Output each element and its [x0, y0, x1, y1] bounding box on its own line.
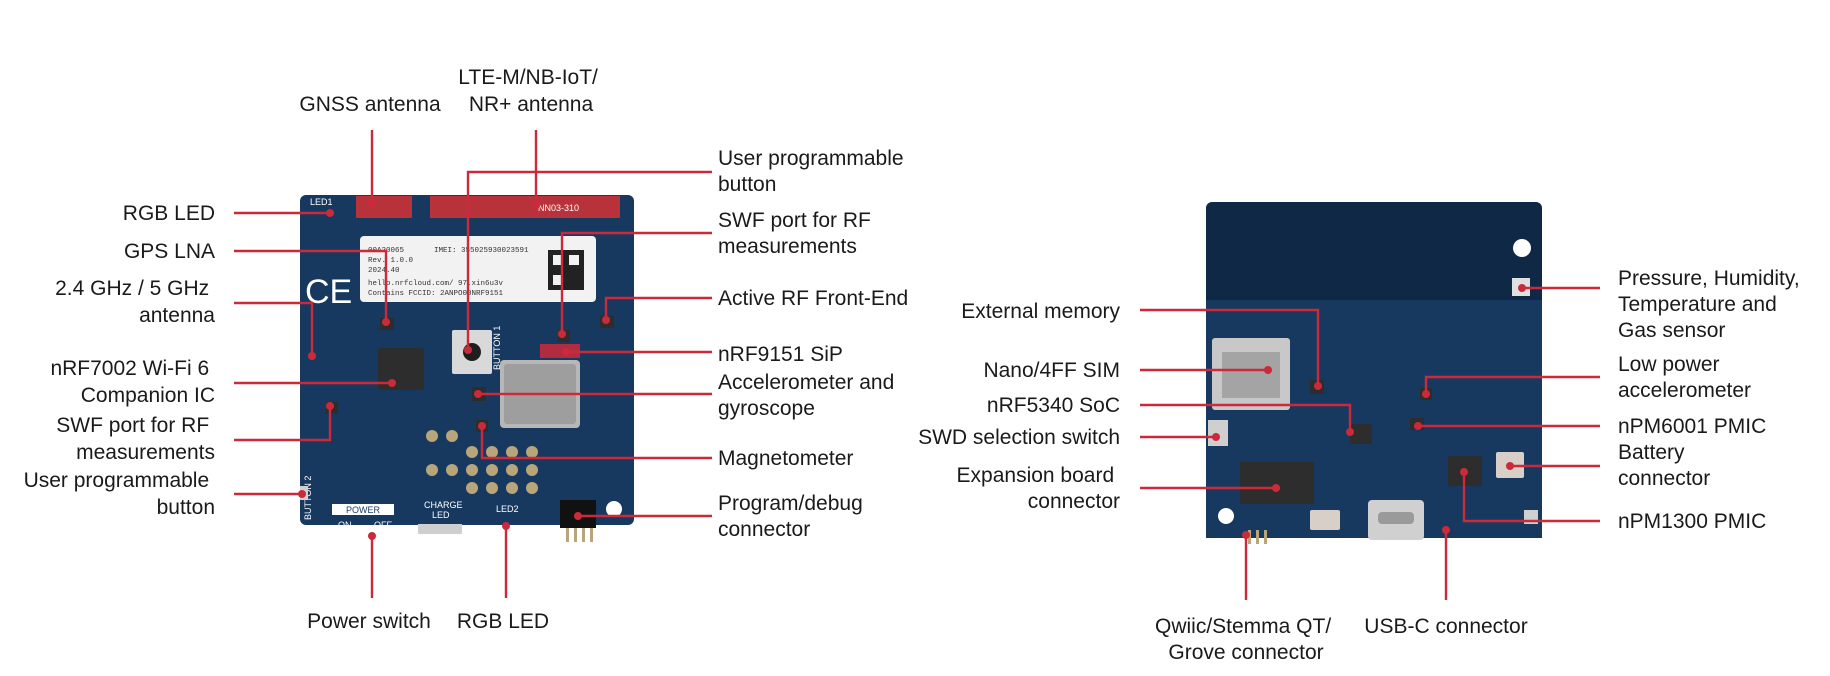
power-on-silk: ON: [338, 520, 352, 530]
expansion-connector: [1240, 462, 1314, 504]
label-gps-lna: GPS LNA: [124, 240, 215, 263]
label-usb-c: USB-C connector: [1364, 615, 1527, 638]
label-expansion-connector: Expansion board connector: [957, 464, 1120, 513]
label-npm6001: nPM6001 PMIC: [1618, 415, 1766, 438]
front-leader-lines: [234, 130, 712, 598]
power-silk: POWER: [346, 505, 381, 515]
label-swf-port-left: SWF port for RF measurements: [56, 414, 215, 464]
label-program-debug: Program/debug connector: [718, 492, 869, 541]
label-low-power-accel: Low power accelerometer: [1618, 353, 1751, 402]
label-nano-sim: Nano/4FF SIM: [983, 359, 1120, 382]
qwiic-connector: [1310, 510, 1340, 530]
label-accel-gyro: Accelerometer and gyroscope: [718, 371, 900, 420]
power-off-silk: OFF: [374, 520, 392, 530]
label-nrf7002: nRF7002 Wi-Fi 6 Companion IC: [50, 357, 215, 407]
mount-hole-back-top: [1513, 239, 1531, 257]
lte-antenna-strip: [430, 196, 620, 218]
label-rf-frontend: Active RF Front-End: [718, 287, 908, 310]
back-labels: External memory Nano/4FF SIM nRF5340 SoC…: [918, 267, 1806, 664]
label-npm1300: nPM1300 PMIC: [1618, 510, 1766, 533]
label-swd-switch: SWD selection switch: [918, 426, 1120, 449]
label-gnss-antenna: GNSS antenna: [299, 93, 441, 116]
back-leader-lines: [1140, 284, 1600, 600]
back-board: [1206, 202, 1542, 544]
board-sticker: [360, 236, 596, 302]
nrf5340-chip: [1350, 424, 1372, 444]
charge-led-silk-1: CHARGE: [424, 500, 463, 510]
label-magnetometer: Magnetometer: [718, 447, 853, 470]
button1-silk: BUTTON 1: [492, 326, 502, 370]
label-nrf5340: nRF5340 SoC: [987, 394, 1120, 417]
label-user-button-right: User programmable button: [718, 147, 909, 196]
swd-switch: [1208, 420, 1228, 446]
label-swf-port-right: SWF port for RF measurements: [718, 209, 877, 258]
nrf7002-chip: [378, 348, 424, 390]
front-labels: GNSS antenna LTE-M/NB-IoT/ NR+ antenna R…: [24, 66, 909, 633]
label-qwiic-connector: Qwiic/Stemma QT/ Grove connector: [1155, 615, 1337, 664]
label-external-memory: External memory: [961, 300, 1120, 323]
label-pressure-sensor: Pressure, Humidity, Temperature and Gas …: [1618, 267, 1806, 342]
label-lte-antenna: LTE-M/NB-IoT/ NR+ antenna: [458, 66, 603, 116]
label-nrf9151: nRF9151 SiP: [718, 343, 843, 366]
label-rgb-led-left: RGB LED: [123, 202, 215, 225]
mount-hole-front: [606, 501, 622, 517]
mount-hole-back-left: [1218, 508, 1234, 524]
usb-port-front: [418, 524, 462, 534]
antenna-part-number: NN03-310: [538, 203, 579, 213]
gnss-antenna-chip: [356, 196, 412, 218]
label-wifi-antenna: 2.4 GHz / 5 GHz antenna: [55, 277, 215, 327]
label-user-button-left: User programmable button: [24, 469, 215, 519]
led2-silk: LED2: [496, 504, 519, 514]
label-battery-connector: Battery connector: [1618, 441, 1710, 490]
test-pads: [426, 430, 538, 494]
led1-silk: LED1: [310, 197, 333, 207]
charge-led-silk-2: LED: [432, 510, 450, 520]
label-power-switch: Power switch: [307, 610, 431, 633]
label-rgb-led-bottom: RGB LED: [457, 610, 549, 633]
